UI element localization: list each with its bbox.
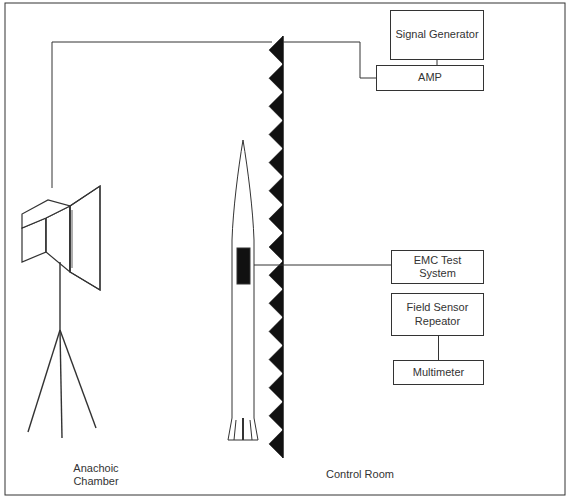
connector-line: [438, 336, 439, 360]
box-label: Signal Generator: [395, 28, 478, 41]
box-label: AMP: [418, 71, 442, 84]
horn-antenna: [22, 186, 100, 290]
missile: [228, 140, 258, 440]
box-label: EMC Test System: [396, 254, 479, 280]
feed-wire: [283, 42, 376, 78]
region-label: Anachoic Chamber: [60, 462, 132, 488]
region-label: Control Room: [315, 468, 405, 481]
equipment-box: AMP: [376, 65, 484, 91]
absorber-wall: [269, 36, 283, 458]
equipment-box: Field Sensor Repeator: [391, 293, 484, 336]
frame-border: [5, 3, 565, 495]
equipment-box: EMC Test System: [391, 250, 484, 284]
equipment-box: Multimeter: [393, 360, 484, 385]
box-label: Multimeter: [413, 366, 464, 379]
tripod: [28, 262, 96, 438]
box-label: Field Sensor Repeator: [396, 301, 479, 327]
sensor-wire: [252, 265, 393, 266]
equipment-box: Signal Generator: [390, 10, 484, 60]
